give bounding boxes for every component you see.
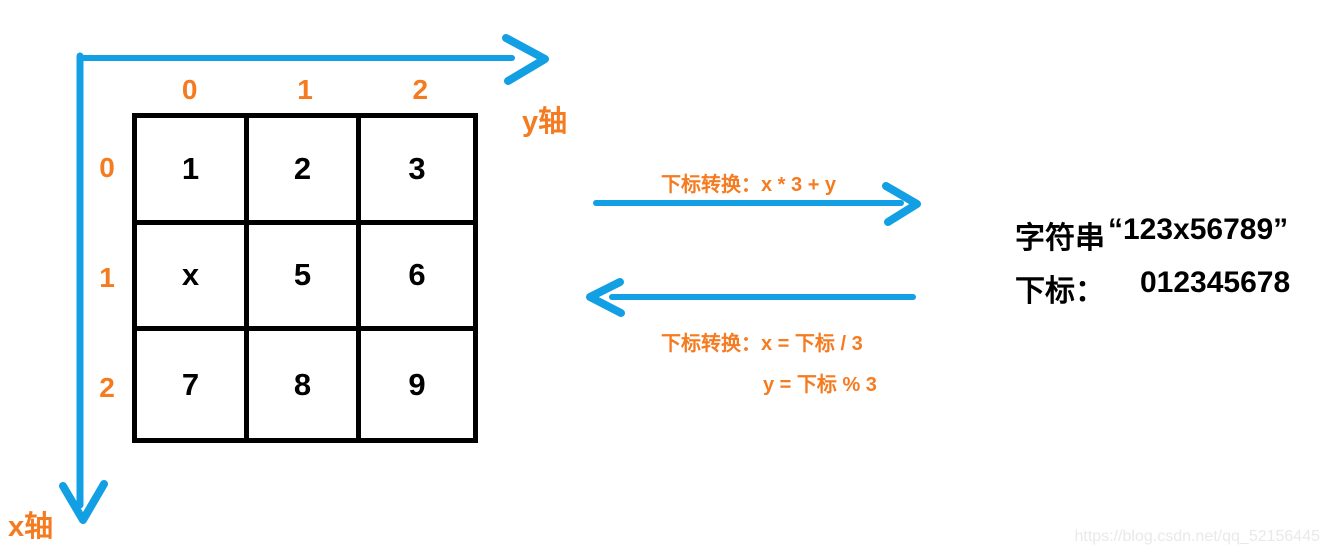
backward-conversion-arrow: [586, 278, 916, 317]
row-header-1: 1: [99, 262, 115, 293]
grid-col-headers: 0 1 2: [132, 76, 478, 104]
x-axis-arrow: [59, 52, 108, 524]
row-header-0: 0: [99, 152, 115, 183]
forward-conversion-arrow: [593, 182, 921, 226]
col-header-2: 2: [412, 74, 429, 105]
col-header-1: 1: [297, 74, 313, 105]
backward-conversion-annotation-line1: 下标转换：x = 下标 / 3: [661, 333, 863, 355]
grid-cell-0-1: 2: [249, 118, 361, 225]
string-value: “123x56789”: [1108, 213, 1289, 246]
backward-conversion-annotation-line2: y = 下标 % 3: [763, 374, 877, 396]
grid-cell-1-0: x: [137, 224, 249, 332]
forward-conversion-annotation: 下标转换：x * 3 + y: [661, 174, 837, 196]
index-label: 下标：: [1015, 275, 1105, 308]
x-axis-label: x轴: [8, 511, 54, 543]
grid-cell-1-1: 5: [249, 224, 361, 332]
string-label: 字符串: [1015, 222, 1105, 255]
grid-cell-0-0: 1: [137, 118, 249, 225]
row-header-2: 2: [99, 372, 115, 403]
grid-cell-2-1: 8: [249, 331, 361, 438]
y-axis-label: y轴: [522, 106, 568, 138]
grid-cell-1-2: 6: [361, 225, 473, 332]
grid-cell-2-2: 9: [408, 366, 426, 402]
y-axis-arrow: [81, 34, 549, 85]
index-value: 012345678: [1140, 266, 1291, 299]
matrix-grid: 1 2 3 x 5 6 7 8 9: [132, 113, 478, 443]
grid-cell-2-0: 7: [137, 331, 249, 438]
grid-row-headers: 0 1 2: [90, 113, 124, 443]
grid-cell-0-2: 3: [361, 118, 473, 225]
watermark-url: https://blog.csdn.net/qq_52156445: [1074, 528, 1320, 545]
col-header-0: 0: [181, 74, 198, 105]
